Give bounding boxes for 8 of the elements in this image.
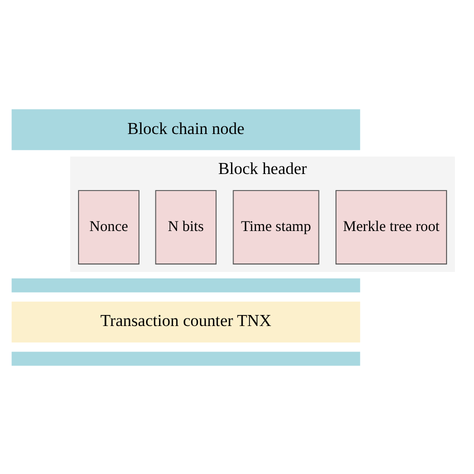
node-box: Transaction counter TNX <box>12 301 360 342</box>
node-bar <box>12 351 360 366</box>
node-box: Block chain node <box>12 108 360 150</box>
node-box: Time stamp <box>232 190 320 264</box>
node-box: Merkle tree root <box>336 190 448 264</box>
node-box: N bits <box>155 190 217 264</box>
node-bar <box>12 278 360 292</box>
node-box: Nonce <box>78 190 140 264</box>
